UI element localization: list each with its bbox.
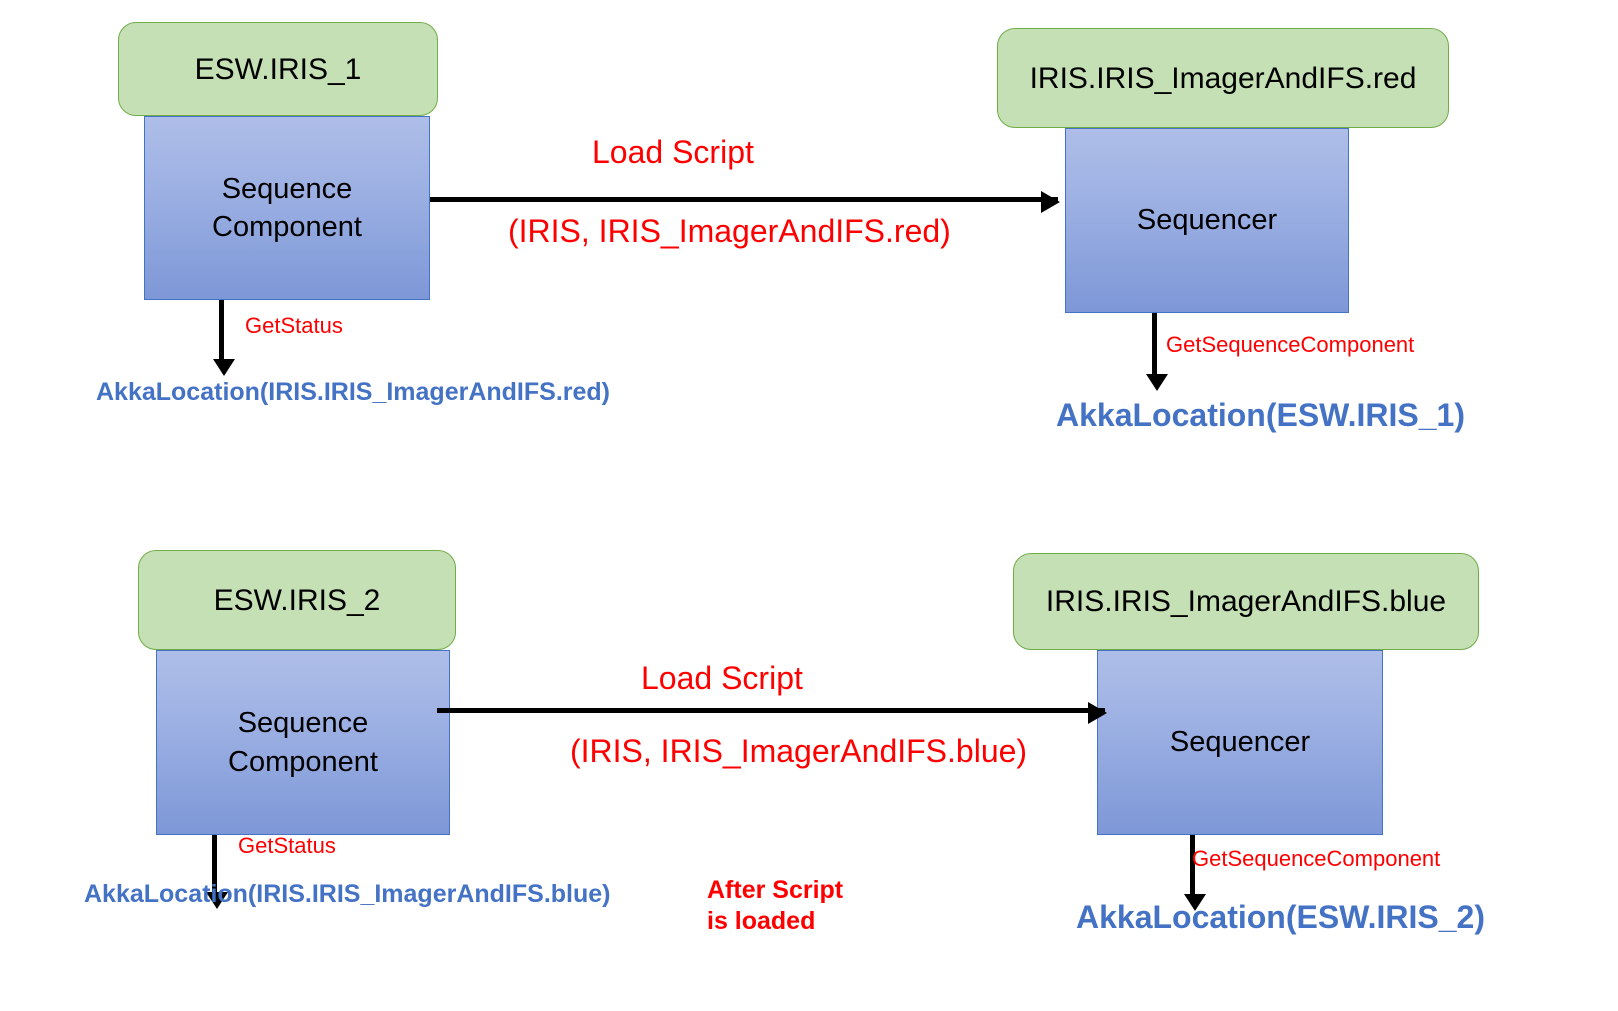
sequence-component-title-2: ESW.IRIS_2 — [213, 583, 381, 617]
get-sequence-component-label-1: GetSequenceComponent — [1166, 332, 1415, 357]
sequencer-title-1: IRIS.IRIS_ImagerAndIFS.red — [1029, 61, 1417, 95]
get-status-label-2: GetStatus — [238, 833, 336, 858]
sequence-component-body-1: Sequence Component — [144, 116, 430, 300]
sequence-component-body-2: Sequence Component — [156, 650, 450, 835]
sequencer-role-2: Sequencer — [1169, 726, 1311, 759]
load-script-arrow-2 — [437, 702, 1107, 724]
get-sequence-component-arrow-2 — [1184, 835, 1206, 911]
right-result-label-2: AkkaLocation(ESW.IRIS_2) — [1076, 899, 1485, 935]
sequencer-header-2: IRIS.IRIS_ImagerAndIFS.blue — [1013, 553, 1479, 650]
sequencer-title-2: IRIS.IRIS_ImagerAndIFS.blue — [1045, 585, 1447, 618]
sequencer-body-2: Sequencer — [1097, 650, 1383, 835]
sequencer-role-1: Sequencer — [1136, 204, 1278, 237]
sequence-component-role-2: Sequence Component — [228, 707, 378, 778]
sequence-component-header-2: ESW.IRIS_2 — [138, 550, 456, 650]
sequence-component-title-1: ESW.IRIS_1 — [194, 52, 362, 86]
left-result-label-2: AkkaLocation(IRIS.IRIS_ImagerAndIFS.blue… — [84, 880, 611, 908]
load-script-args-2: (IRIS, IRIS_ImagerAndIFS.blue) — [570, 733, 1028, 769]
get-sequence-component-arrow-1 — [1146, 313, 1168, 391]
get-sequence-component-label-2: GetSequenceComponent — [1192, 846, 1441, 871]
sequence-component-role-1: Sequence Component — [212, 172, 362, 243]
sequencer-header-1: IRIS.IRIS_ImagerAndIFS.red — [997, 28, 1449, 128]
load-script-arrow-1 — [430, 191, 1060, 213]
sequencer-body-1: Sequencer — [1065, 128, 1349, 313]
sequence-component-header-1: ESW.IRIS_1 — [118, 22, 438, 116]
after-script-note: After Script is loaded — [707, 876, 844, 936]
right-result-label-1: AkkaLocation(ESW.IRIS_1) — [1056, 397, 1465, 433]
get-status-arrow-2 — [206, 835, 228, 909]
left-result-label-1: AkkaLocation(IRIS.IRIS_ImagerAndIFS.red) — [96, 378, 610, 406]
get-status-arrow-1 — [213, 300, 235, 376]
load-script-label-1: Load Script — [592, 134, 754, 170]
load-script-args-1: (IRIS, IRIS_ImagerAndIFS.red) — [508, 213, 951, 249]
get-status-label-1: GetStatus — [245, 313, 343, 338]
load-script-label-2: Load Script — [641, 660, 803, 696]
